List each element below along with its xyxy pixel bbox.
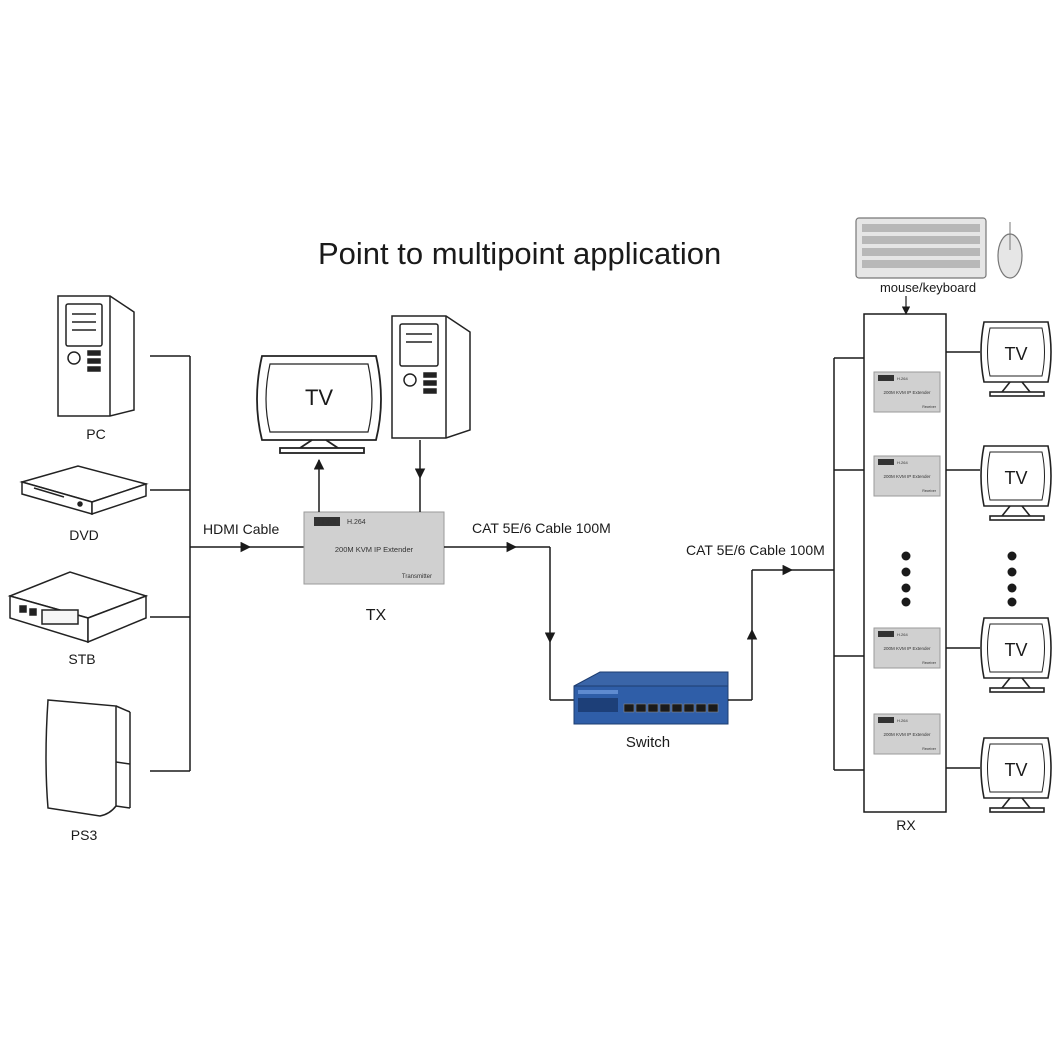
ps3-label: PS3: [71, 827, 98, 843]
rx-unit-model: 200M KVM IP Extender: [884, 732, 931, 737]
rx-unit-role: Receiver: [922, 661, 937, 665]
dvd-label: DVD: [69, 527, 99, 543]
tx-label: TX: [366, 607, 387, 624]
dvd-icon: [19, 465, 149, 516]
tv-icon: [980, 737, 1052, 813]
rx-unit-codec: H.264: [897, 460, 908, 465]
tv-icon: [980, 617, 1052, 693]
rx-unit-brand: HDMI: [880, 718, 892, 723]
rx-unit-codec: H.264: [897, 632, 908, 637]
tv-ellipsis-dots: [1007, 551, 1017, 607]
diagram-title: Point to multipoint application: [318, 236, 721, 271]
rx-unit-role: Receiver: [922, 405, 937, 409]
ps3-icon: [45, 699, 131, 817]
rx-ellipsis-dots: [901, 551, 911, 607]
rx-unit-role: Receiver: [922, 747, 937, 751]
stb-label: STB: [68, 651, 95, 667]
rx-tv-label-1: TV: [1004, 344, 1027, 364]
rx-unit-brand: HDMI: [880, 632, 892, 637]
rx-unit-model: 200M KVM IP Extender: [884, 390, 931, 395]
mouse-icon: [997, 222, 1023, 279]
tx-pc-icon: [391, 315, 471, 439]
rx-unit-codec: H.264: [897, 718, 908, 723]
rx-tv-label-3: TV: [1004, 640, 1027, 660]
mouse-keyboard-label: mouse/keyboard: [880, 280, 976, 295]
rx-unit-model: 200M KVM IP Extender: [884, 646, 931, 651]
tx-model: 200M KVM IP Extender: [335, 545, 414, 554]
rx-unit-2: HDMI H.264 200M KVM IP Extender Receiver: [873, 455, 941, 497]
switch-rx-link: [728, 357, 864, 771]
switch-label: Switch: [626, 734, 670, 751]
hdmi-cable-label: HDMI Cable: [203, 521, 279, 537]
rx-unit-brand: HDMI: [880, 460, 892, 465]
rx-unit-1: HDMI H.264 200M KVM IP Extender Receiver: [873, 371, 941, 413]
stb-icon: [7, 571, 149, 644]
rx-tv-label-4: TV: [1004, 760, 1027, 780]
pc-label: PC: [86, 426, 105, 442]
switch-icon: [573, 671, 729, 725]
cat-cable-tx-label: CAT 5E/6 Cable 100M: [472, 520, 611, 536]
rx-tv-links: [946, 351, 980, 769]
tx-tv-label: TV: [305, 385, 333, 410]
tv-icon: [980, 445, 1052, 521]
tv-icon: [980, 321, 1052, 397]
cat-cable-rx-label: CAT 5E/6 Cable 100M: [686, 542, 825, 558]
rx-unit-model: 200M KVM IP Extender: [884, 474, 931, 479]
rx-unit-codec: H.264: [897, 376, 908, 381]
tx-switch-link: [444, 541, 574, 701]
tx-brand: HDMI: [318, 519, 336, 526]
tx-tv-icon: [256, 355, 382, 454]
rx-unit-4: HDMI H.264 200M KVM IP Extender Receiver: [873, 713, 941, 755]
rx-tv-label-2: TV: [1004, 468, 1027, 488]
rx-unit-3: HDMI H.264 200M KVM IP Extender Receiver: [873, 627, 941, 669]
rx-label: RX: [896, 817, 916, 833]
keyboard-icon: [855, 217, 987, 279]
tx-codec: H.264: [347, 519, 366, 526]
tx-unit: HDMI H.264 200M KVM IP Extender Transmit…: [303, 511, 445, 585]
pc-icon: [57, 295, 135, 417]
rx-unit-role: Receiver: [922, 489, 937, 493]
tx-role: Transmitter: [402, 574, 432, 580]
source-bus: [150, 355, 304, 772]
rx-unit-brand: HDMI: [880, 376, 892, 381]
